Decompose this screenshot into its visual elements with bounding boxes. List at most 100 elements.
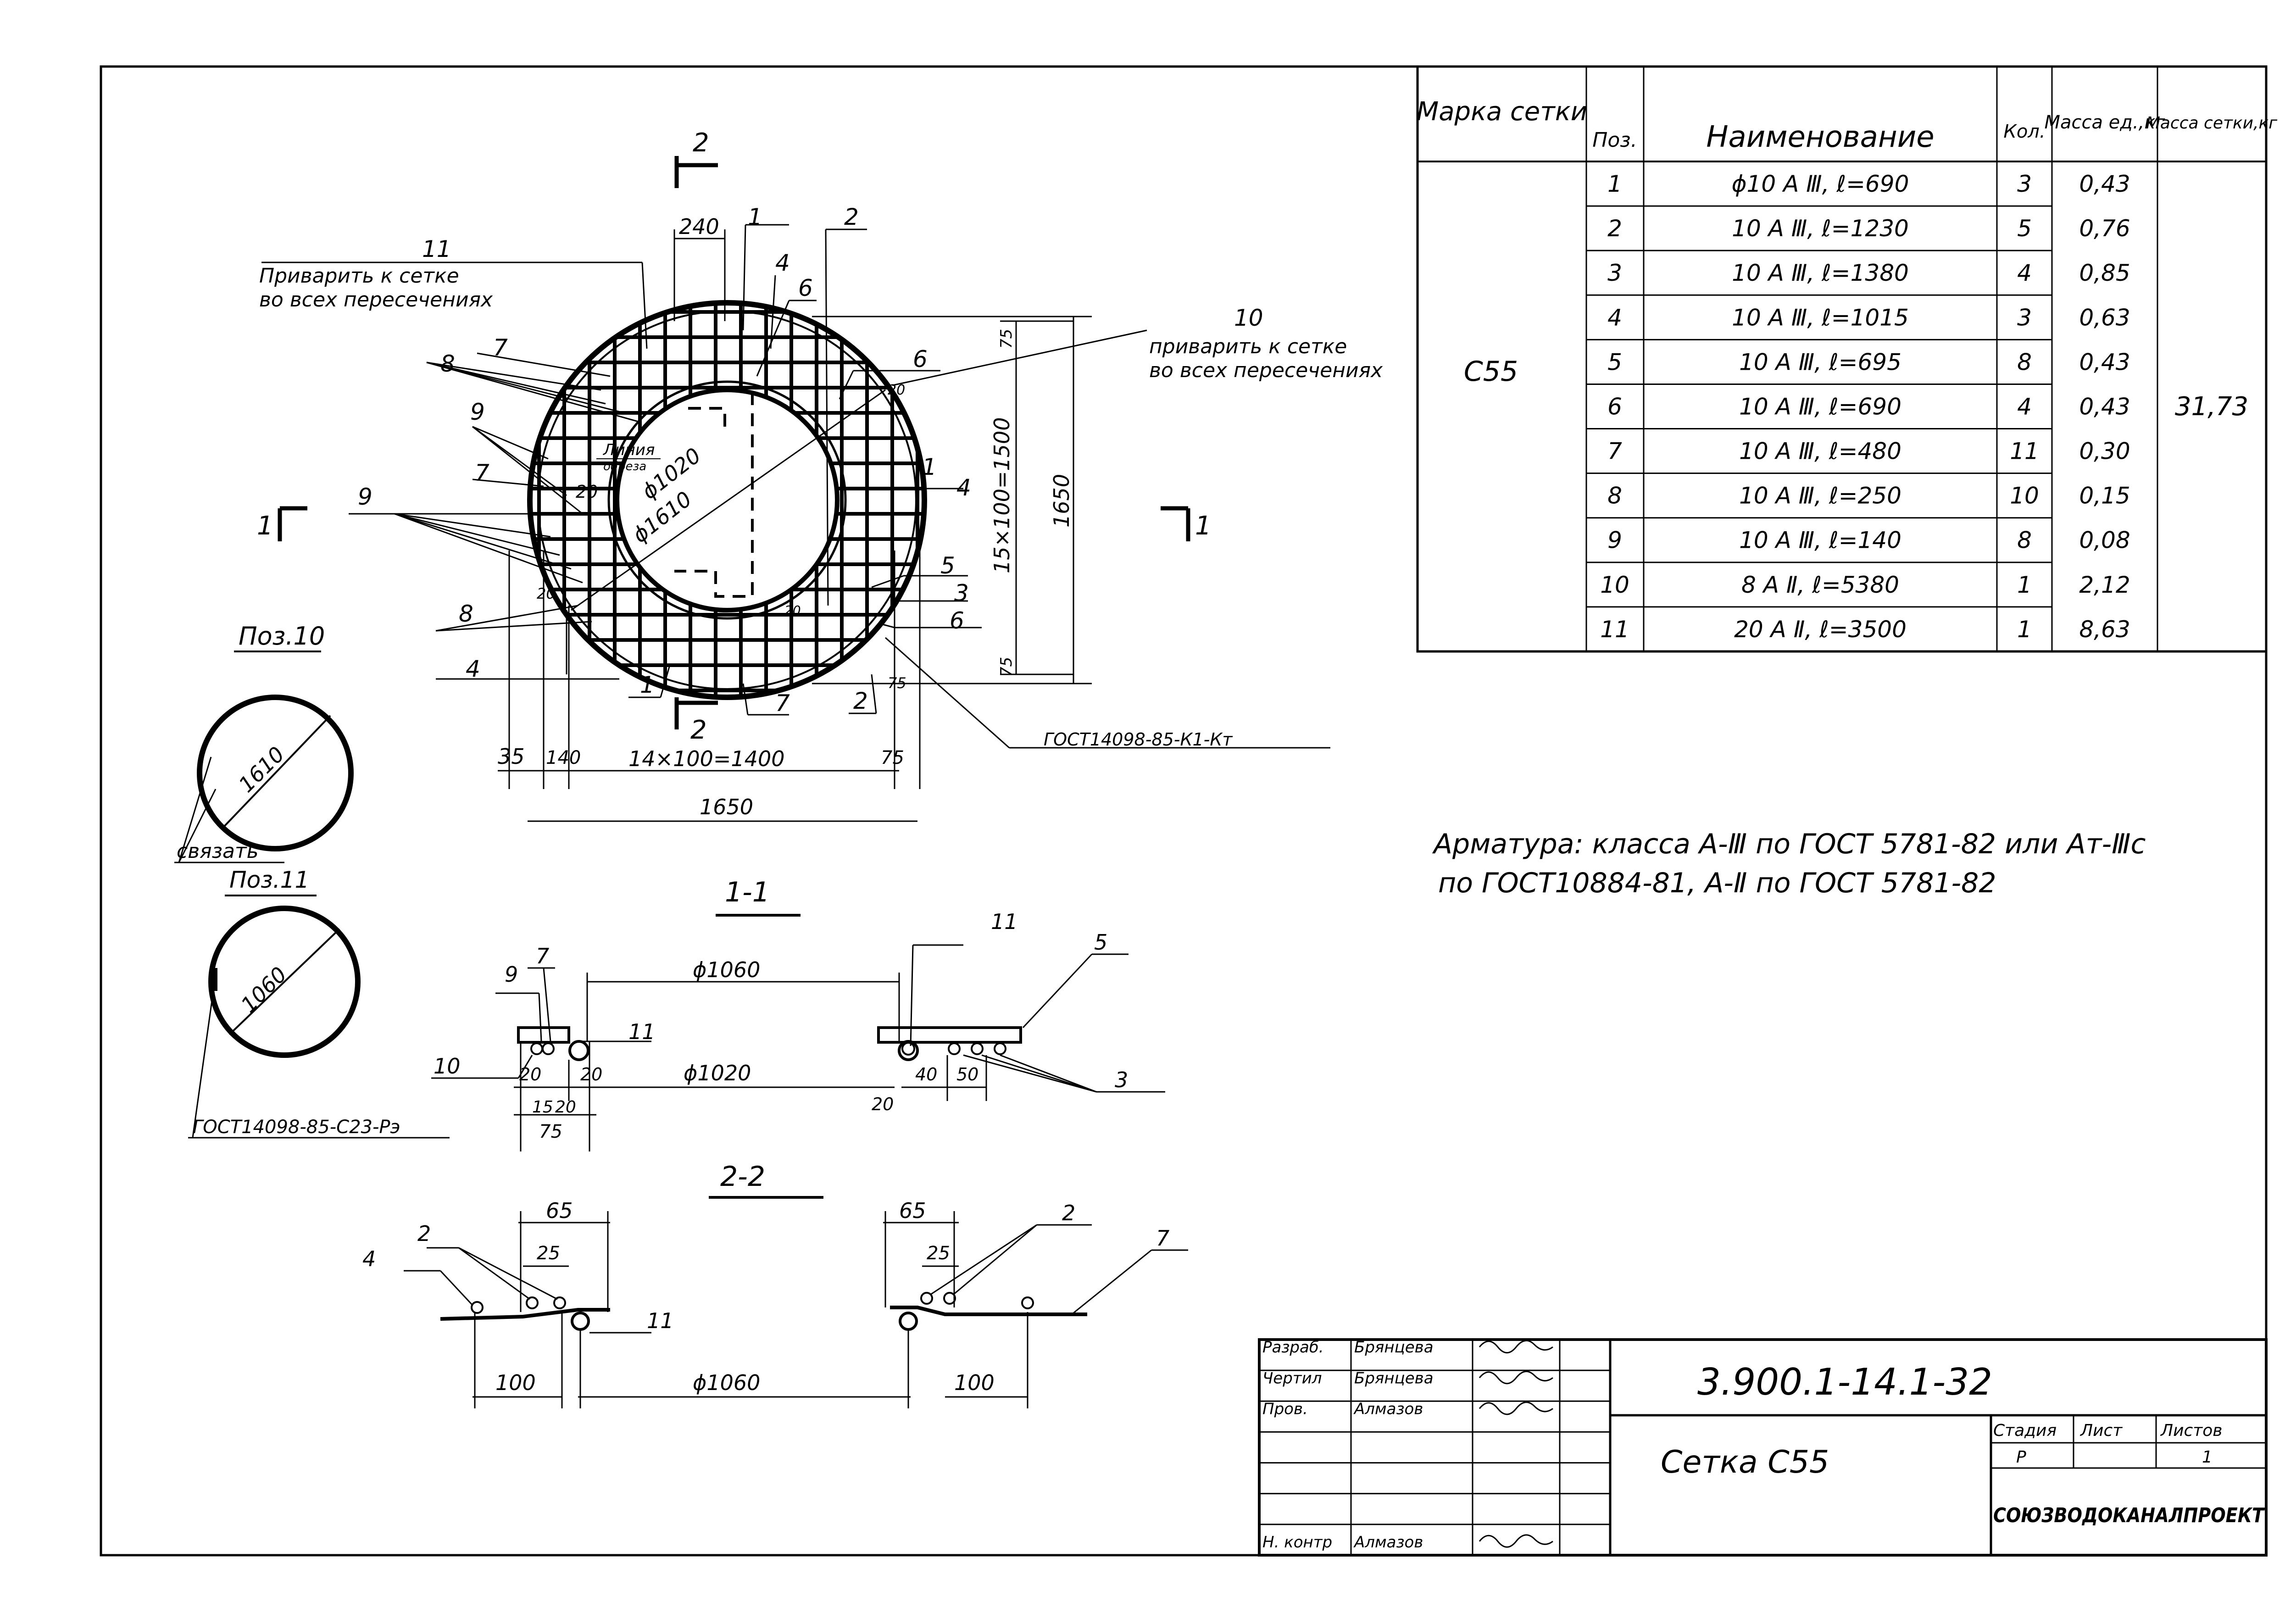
svg-text:2: 2 [690,715,707,745]
spec-qty: 5 [2017,215,2032,242]
plan-view: ϕ1020 ϕ1610 Линия обреза [257,128,1383,822]
spec-name: 20 A Ⅱ, ℓ=3500 [1734,616,1907,643]
svg-text:1: 1 [922,454,937,480]
svg-text:5: 5 [1094,930,1107,955]
spec-name: 10 A Ⅲ, ℓ=480 [1739,438,1901,465]
tb-name: Алмазов [1353,1400,1423,1418]
svg-text:20: 20 [537,585,556,602]
spec-qty: 11 [2010,438,2039,465]
spec-qty: 4 [2017,393,2032,420]
spec-pos: 11 [1600,616,1629,643]
spec-pos: 2 [1607,215,1622,242]
svg-text:Р: Р [2016,1448,2026,1467]
spec-qty: 8 [2017,527,2032,554]
svg-text:Поз.10: Поз.10 [239,622,325,651]
spec-pos: 10 [1600,572,1629,598]
svg-text:11: 11 [647,1308,674,1333]
header-qty: Кол. [2003,121,2045,142]
svg-text:Листов: Листов [2160,1421,2222,1440]
note-line-2: по ГОСТ10884-81, А-Ⅱ по ГОСТ 5781-82 [1438,867,1996,899]
spec-mass: 0,08 [2079,527,2130,554]
sheet-frame [100,65,2268,1557]
spec-qty: 1 [2017,616,2032,643]
dim-overall-v: 1650 [1049,474,1074,528]
note-line-1: Арматура: класса А-Ⅲ по ГОСТ 5781-82 или… [1432,828,2146,860]
svg-text:20: 20 [519,1064,541,1085]
spec-name: 10 A Ⅲ, ℓ=690 [1739,393,1901,420]
svg-text:75: 75 [881,747,904,768]
svg-text:100: 100 [495,1370,536,1395]
svg-text:связать: связать [177,840,259,863]
doc-code: 3.900.1-14.1-32 [1697,1361,1992,1403]
header-total-mass: Масса сетки,кг [2146,114,2278,133]
tb-role: Н. контр [1262,1533,1332,1552]
svg-text:1: 1 [257,511,273,541]
svg-text:20: 20 [784,603,801,618]
svg-text:15: 15 [532,1098,553,1117]
section-1-1: 1-1 9 7 11 10 ϕ [431,876,1165,1151]
spec-mass: 0,63 [2079,304,2130,331]
tb-role: Пров. [1262,1400,1308,1418]
svg-text:Поз.11: Поз.11 [229,867,309,893]
dim-grid-h: 14×100=1400 [628,746,785,771]
spec-mass: 8,63 [2079,616,2130,643]
svg-text:9: 9 [505,962,518,987]
spec-qty: 10 [2010,483,2039,509]
spec-mass: 0,76 [2079,215,2130,242]
svg-text:6: 6 [913,346,928,373]
organization: СОЮЗВОДОКАНАЛПРОЕКТ [1993,1504,2265,1527]
spec-table: Марка сетки Поз. Наименование Кол. Масса… [1416,65,2278,653]
svg-text:1: 1 [2202,1448,2213,1467]
header-pos: Поз. [1592,128,1637,152]
spec-name: 10 A Ⅲ, ℓ=695 [1739,349,1901,375]
header-name: Наименование [1706,120,1934,154]
spec-name: 10 A Ⅲ, ℓ=1380 [1732,260,1909,286]
svg-text:2: 2 [417,1221,431,1246]
inner-ring-bar [607,380,847,620]
signature [1479,1371,1553,1385]
svg-text:65: 65 [899,1198,926,1223]
signature [1479,1402,1553,1415]
svg-text:4: 4 [775,250,790,276]
svg-text:2: 2 [853,688,868,714]
svg-text:1: 1 [1195,511,1212,541]
sheet-title: Сетка С55 [1661,1444,1829,1480]
tb-name: Брянцева [1354,1369,1434,1387]
svg-text:50: 50 [956,1064,978,1085]
mark-value: С55 [1464,356,1518,388]
svg-text:7: 7 [493,334,508,361]
spec-pos: 1 [1607,171,1622,197]
spec-mass: 0,30 [2079,438,2130,465]
spec-mass: 0,43 [2079,349,2130,375]
spec-pos: 6 [1607,393,1622,420]
spec-pos: 4 [1607,304,1622,331]
spec-pos: 5 [1607,349,1622,375]
svg-text:7: 7 [775,690,790,717]
svg-text:100: 100 [954,1370,995,1395]
outer-ring-bar [527,300,927,700]
spec-name: 10 A Ⅲ, ℓ=250 [1739,483,1901,509]
spec-pos: 9 [1607,527,1622,554]
svg-text:1610: 1610 [234,742,289,797]
svg-text:6: 6 [950,607,964,634]
svg-text:40: 40 [915,1064,937,1085]
dim-140: 140 [546,747,581,768]
svg-text:10: 10 [434,1054,461,1079]
pos10-detail: Поз.10 1610 связать [174,622,354,863]
spec-qty: 3 [2017,304,2032,331]
spec-pos: 3 [1607,260,1622,286]
header-mark: Марка сетки [1417,97,1587,127]
callout11-line2: во всех пересечениях [259,288,493,311]
svg-text:2-2: 2-2 [720,1161,765,1193]
svg-text:4: 4 [956,474,971,501]
svg-text:65: 65 [546,1198,573,1223]
svg-text:8: 8 [459,601,473,627]
tb-role: Чертил [1262,1369,1322,1387]
svg-text:20: 20 [580,1064,602,1085]
spec-qty: 3 [2017,171,2032,197]
spec-name: 10 A Ⅲ, ℓ=140 [1739,527,1901,554]
plan-pos-10: 10 [1234,305,1263,331]
svg-text:25: 25 [537,1243,560,1264]
total-mass-value: 31,73 [2175,392,2248,422]
svg-text:ϕ1020: ϕ1020 [684,1061,751,1085]
